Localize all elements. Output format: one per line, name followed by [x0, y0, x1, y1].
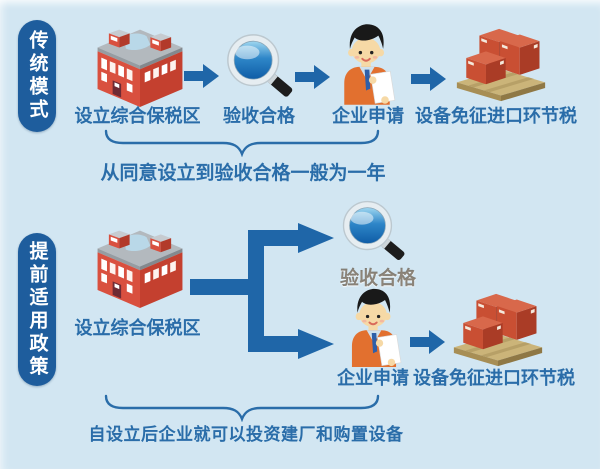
early-equipment-tax-exempt-label: 设备免征进口环节税 [413, 368, 575, 389]
step-establish-zone-label: 设立综合保税区 [74, 106, 201, 127]
early-inspection-passed-label: 验收合格 [339, 267, 416, 289]
benefit-brace [104, 394, 380, 422]
crates-icon [456, 28, 546, 102]
traditional-mode-badge: 传统模式 [18, 20, 56, 132]
early-establish-zone-label: 设立综合保税区 [74, 318, 201, 339]
flow-arrow-icon [411, 67, 446, 91]
early-policy-badge-label: 提前适用政策 [26, 240, 49, 379]
flow-arrow-icon [295, 65, 330, 89]
building-icon [97, 29, 183, 107]
magnifier-icon [342, 200, 405, 261]
fork-branch-connector [190, 223, 334, 359]
early-benefit-note: 自设立后企业就可以投资建厂和购置设备 [88, 425, 404, 445]
person-icon [344, 24, 396, 105]
step-equipment-tax-exempt-label: 设备免征进口环节税 [415, 106, 577, 127]
step-inspection-passed-label: 验收合格 [223, 106, 295, 127]
early-policy-badge: 提前适用政策 [18, 233, 56, 386]
duration-brace [104, 129, 380, 157]
flow-arrow-icon [410, 330, 445, 354]
traditional-duration-note: 从同意设立到验收合格一般为一年 [100, 162, 386, 184]
flow-arrow-icon [184, 64, 219, 88]
step-enterprise-apply-label: 企业申请 [332, 106, 404, 127]
person-icon [351, 288, 402, 367]
traditional-mode-badge-label: 传统模式 [26, 30, 49, 122]
magnifier-icon [227, 34, 293, 97]
early-enterprise-apply-label: 企业申请 [337, 368, 409, 389]
crates-icon [453, 293, 543, 367]
building-icon [97, 230, 183, 308]
